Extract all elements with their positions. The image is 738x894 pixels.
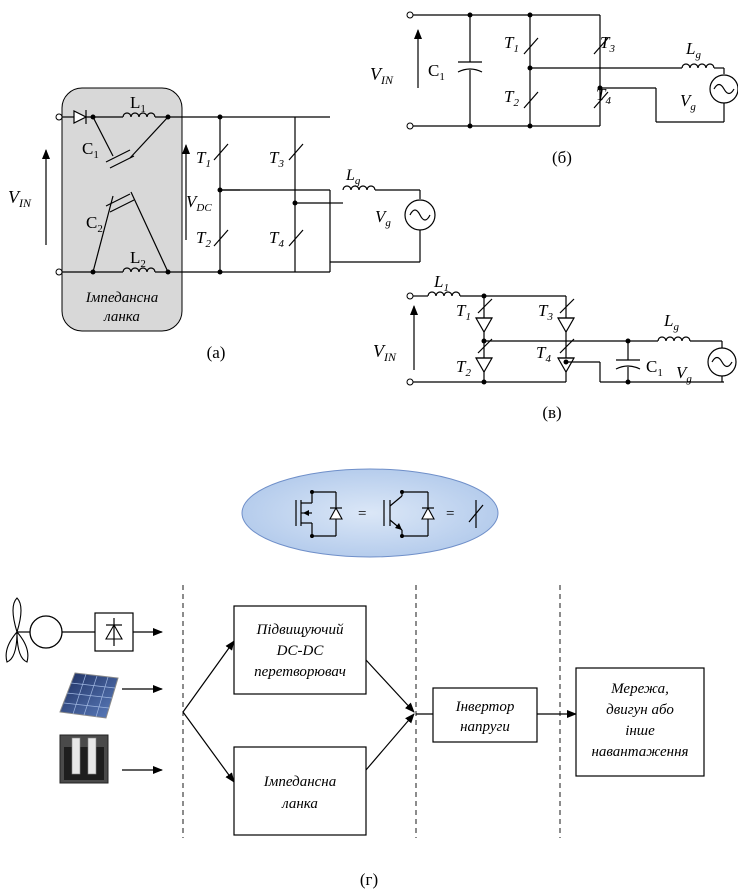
- switch-symbol-icon: [468, 500, 484, 528]
- label-impedance-line1: Імпедансна: [85, 290, 158, 306]
- label-vg-a: Vg: [375, 207, 391, 229]
- boost-line3: перетворювач: [254, 664, 346, 680]
- circuit-b: VIN C1 T1 T2 T3 T4 Lg Vg (б): [370, 11, 738, 167]
- circuit-v: VIN L1 T1 T2 T3 T4 C1 Lg Vg (в): [373, 272, 737, 422]
- label-lg-a: Lg: [345, 167, 361, 187]
- solar-panel-icon: [59, 672, 119, 719]
- caption-a: (а): [207, 343, 226, 362]
- caption-v: (в): [542, 403, 561, 422]
- circuit-a: VIN VDC L1 L2 C1 C2 T1 T2 T3 T4 Lg Vg Ім…: [8, 87, 436, 362]
- label-t4-b: T4: [596, 85, 611, 107]
- label-t3-v: T3: [538, 301, 553, 323]
- label-t2-v: T2: [456, 357, 471, 379]
- switch-legend: = =: [241, 468, 499, 558]
- mosfet-icon: [295, 490, 343, 538]
- label-c1-v: C1: [646, 357, 663, 379]
- inductor-lg-a: [342, 185, 376, 191]
- label-c1-b: C1: [428, 61, 445, 83]
- boost-line2: DC-DC: [276, 643, 325, 659]
- caption-g: (г): [360, 870, 378, 889]
- generator-icon: [29, 615, 63, 649]
- label-l1-v: L1: [433, 272, 449, 294]
- label-t1-v: T1: [456, 301, 471, 323]
- label-vin-b: VIN: [370, 64, 394, 87]
- boost-converter-block: [233, 605, 367, 695]
- inverter-line1: Інвертор: [455, 699, 515, 715]
- label-c1-a: C1: [82, 139, 99, 161]
- label-t2-a: T2: [196, 228, 211, 250]
- fuel-cell-icon: [59, 734, 109, 784]
- diode-t3-v: [556, 317, 576, 334]
- legend-ellipse: [241, 468, 499, 558]
- grid-load-block: [575, 667, 705, 777]
- caption-b: (б): [552, 148, 572, 167]
- label-t3-a: T3: [269, 148, 284, 170]
- impedance-block-line2: ланка: [281, 796, 318, 812]
- inductor-lg-v: [657, 336, 691, 342]
- label-t4-a: T4: [269, 228, 284, 250]
- grid-line4: навантаження: [591, 744, 688, 760]
- diode-t1-v: [474, 317, 494, 334]
- inverter-block: [432, 687, 538, 743]
- label-t4-v: T4: [536, 343, 551, 365]
- switch-t3: [288, 143, 304, 161]
- switch-t1: [213, 143, 229, 161]
- block-diagram: Підвищуючий DC-DC перетворювач Імпедансн…: [5, 585, 705, 889]
- boost-line1: Підвищуючий: [256, 622, 344, 638]
- impedance-network-block: [233, 746, 367, 836]
- label-t1-a: T1: [196, 148, 211, 170]
- igbt-icon: [383, 490, 435, 538]
- label-c2-a: C2: [86, 213, 103, 235]
- inverter-line2: напруги: [460, 719, 510, 735]
- grid-line3: інше: [625, 723, 655, 739]
- label-l2-a: L2: [130, 248, 146, 270]
- impedance-block-line1: Імпедансна: [263, 774, 336, 790]
- label-lg-v: Lg: [663, 311, 679, 333]
- label-impedance-line2: ланка: [103, 309, 140, 325]
- label-lg-b: Lg: [685, 39, 701, 61]
- label-vg-b: Vg: [680, 91, 696, 113]
- switch-t2: [213, 229, 229, 247]
- label-t1-b: T1: [504, 33, 519, 55]
- input-terminal-bottom: [55, 268, 63, 276]
- inductor-l1-v: [427, 291, 461, 297]
- label-t3-b: T3: [600, 33, 615, 55]
- switch-t4: [288, 229, 304, 247]
- inductor-lg-b: [681, 63, 715, 69]
- rectifier-icon: [94, 612, 134, 652]
- grid-line2: двигун або: [606, 702, 674, 718]
- capacitor-c1: [105, 149, 135, 169]
- label-vdc: VDC: [186, 192, 212, 214]
- legend-equals-1: =: [358, 506, 366, 522]
- grid-line1: Мережа,: [610, 681, 669, 697]
- input-terminal-top: [55, 113, 63, 121]
- inductor-l1: [122, 112, 156, 118]
- capacitor-c2: [105, 193, 135, 213]
- diode-t2-v: [474, 357, 494, 374]
- label-vin-v: VIN: [373, 341, 397, 364]
- label-t2-b: T2: [504, 87, 519, 109]
- legend-equals-2: =: [446, 506, 454, 522]
- wind-turbine-icon: [5, 597, 95, 663]
- inductor-l2: [122, 267, 156, 273]
- label-vg-v: Vg: [676, 363, 692, 385]
- label-vin-a: VIN: [8, 187, 32, 210]
- label-l1-a: L1: [130, 93, 146, 115]
